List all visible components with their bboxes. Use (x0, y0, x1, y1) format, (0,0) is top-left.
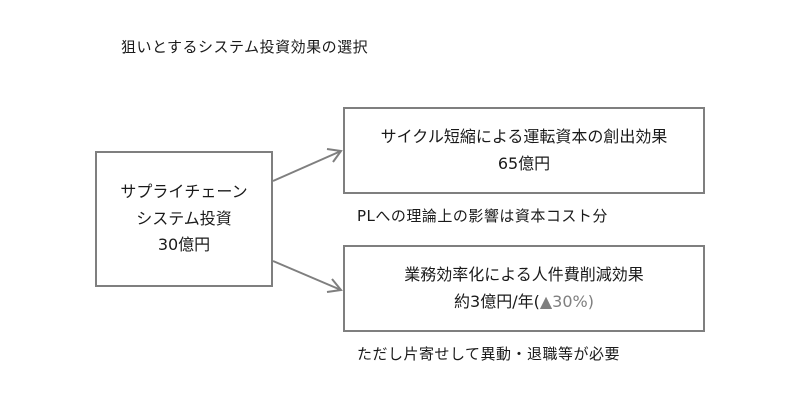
arrowhead-effect2 (326, 278, 343, 293)
source-label-line1: サプライチェーン (120, 182, 248, 202)
source-label-line2: システム投資 (136, 208, 232, 228)
effect2-value-prefix: 約3億円/年( (454, 291, 540, 311)
effect2-reduction-rate: ▲30%) (539, 291, 594, 311)
effect2-note: ただし片寄せして異動・退職等が必要 (357, 345, 621, 363)
diagram-title: 狙いとするシステム投資効果の選択 (121, 38, 369, 56)
effect2-value: 約3億円/年(▲30%) (454, 289, 594, 315)
arrow-to-effect2 (272, 260, 342, 291)
effect2-title: 業務効率化による人件費削減効果 (404, 265, 644, 285)
effect1-title: サイクル短縮による運転資本の創出効果 (380, 127, 668, 147)
investment-source-box: サプライチェーン システム投資 30億円 (95, 151, 273, 287)
effect1-note: PLへの理論上の影響は資本コスト分 (357, 207, 608, 225)
source-amount: 30億円 (157, 235, 211, 255)
effect1-value: 65億円 (497, 153, 551, 173)
labor-cost-effect-box: 業務効率化による人件費削減効果 約3億円/年(▲30%) (343, 245, 705, 332)
arrow-to-effect1 (272, 150, 342, 182)
arrowhead-effect1 (326, 148, 343, 163)
working-capital-effect-box: サイクル短縮による運転資本の創出効果 65億円 (343, 107, 705, 194)
